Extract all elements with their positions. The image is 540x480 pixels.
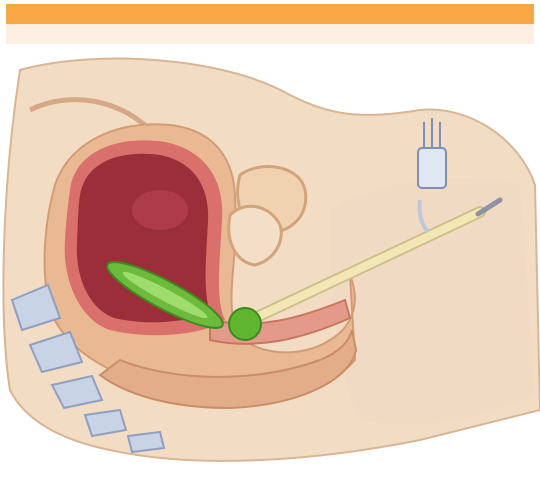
- header-bar: [6, 4, 534, 24]
- buttock-area: [330, 178, 535, 424]
- balloon-bulb: [229, 308, 261, 340]
- connector-body: [418, 148, 446, 188]
- header-sub-bar: [6, 24, 534, 44]
- uterus-highlight: [132, 190, 188, 230]
- medical-illustration: [0, 44, 540, 480]
